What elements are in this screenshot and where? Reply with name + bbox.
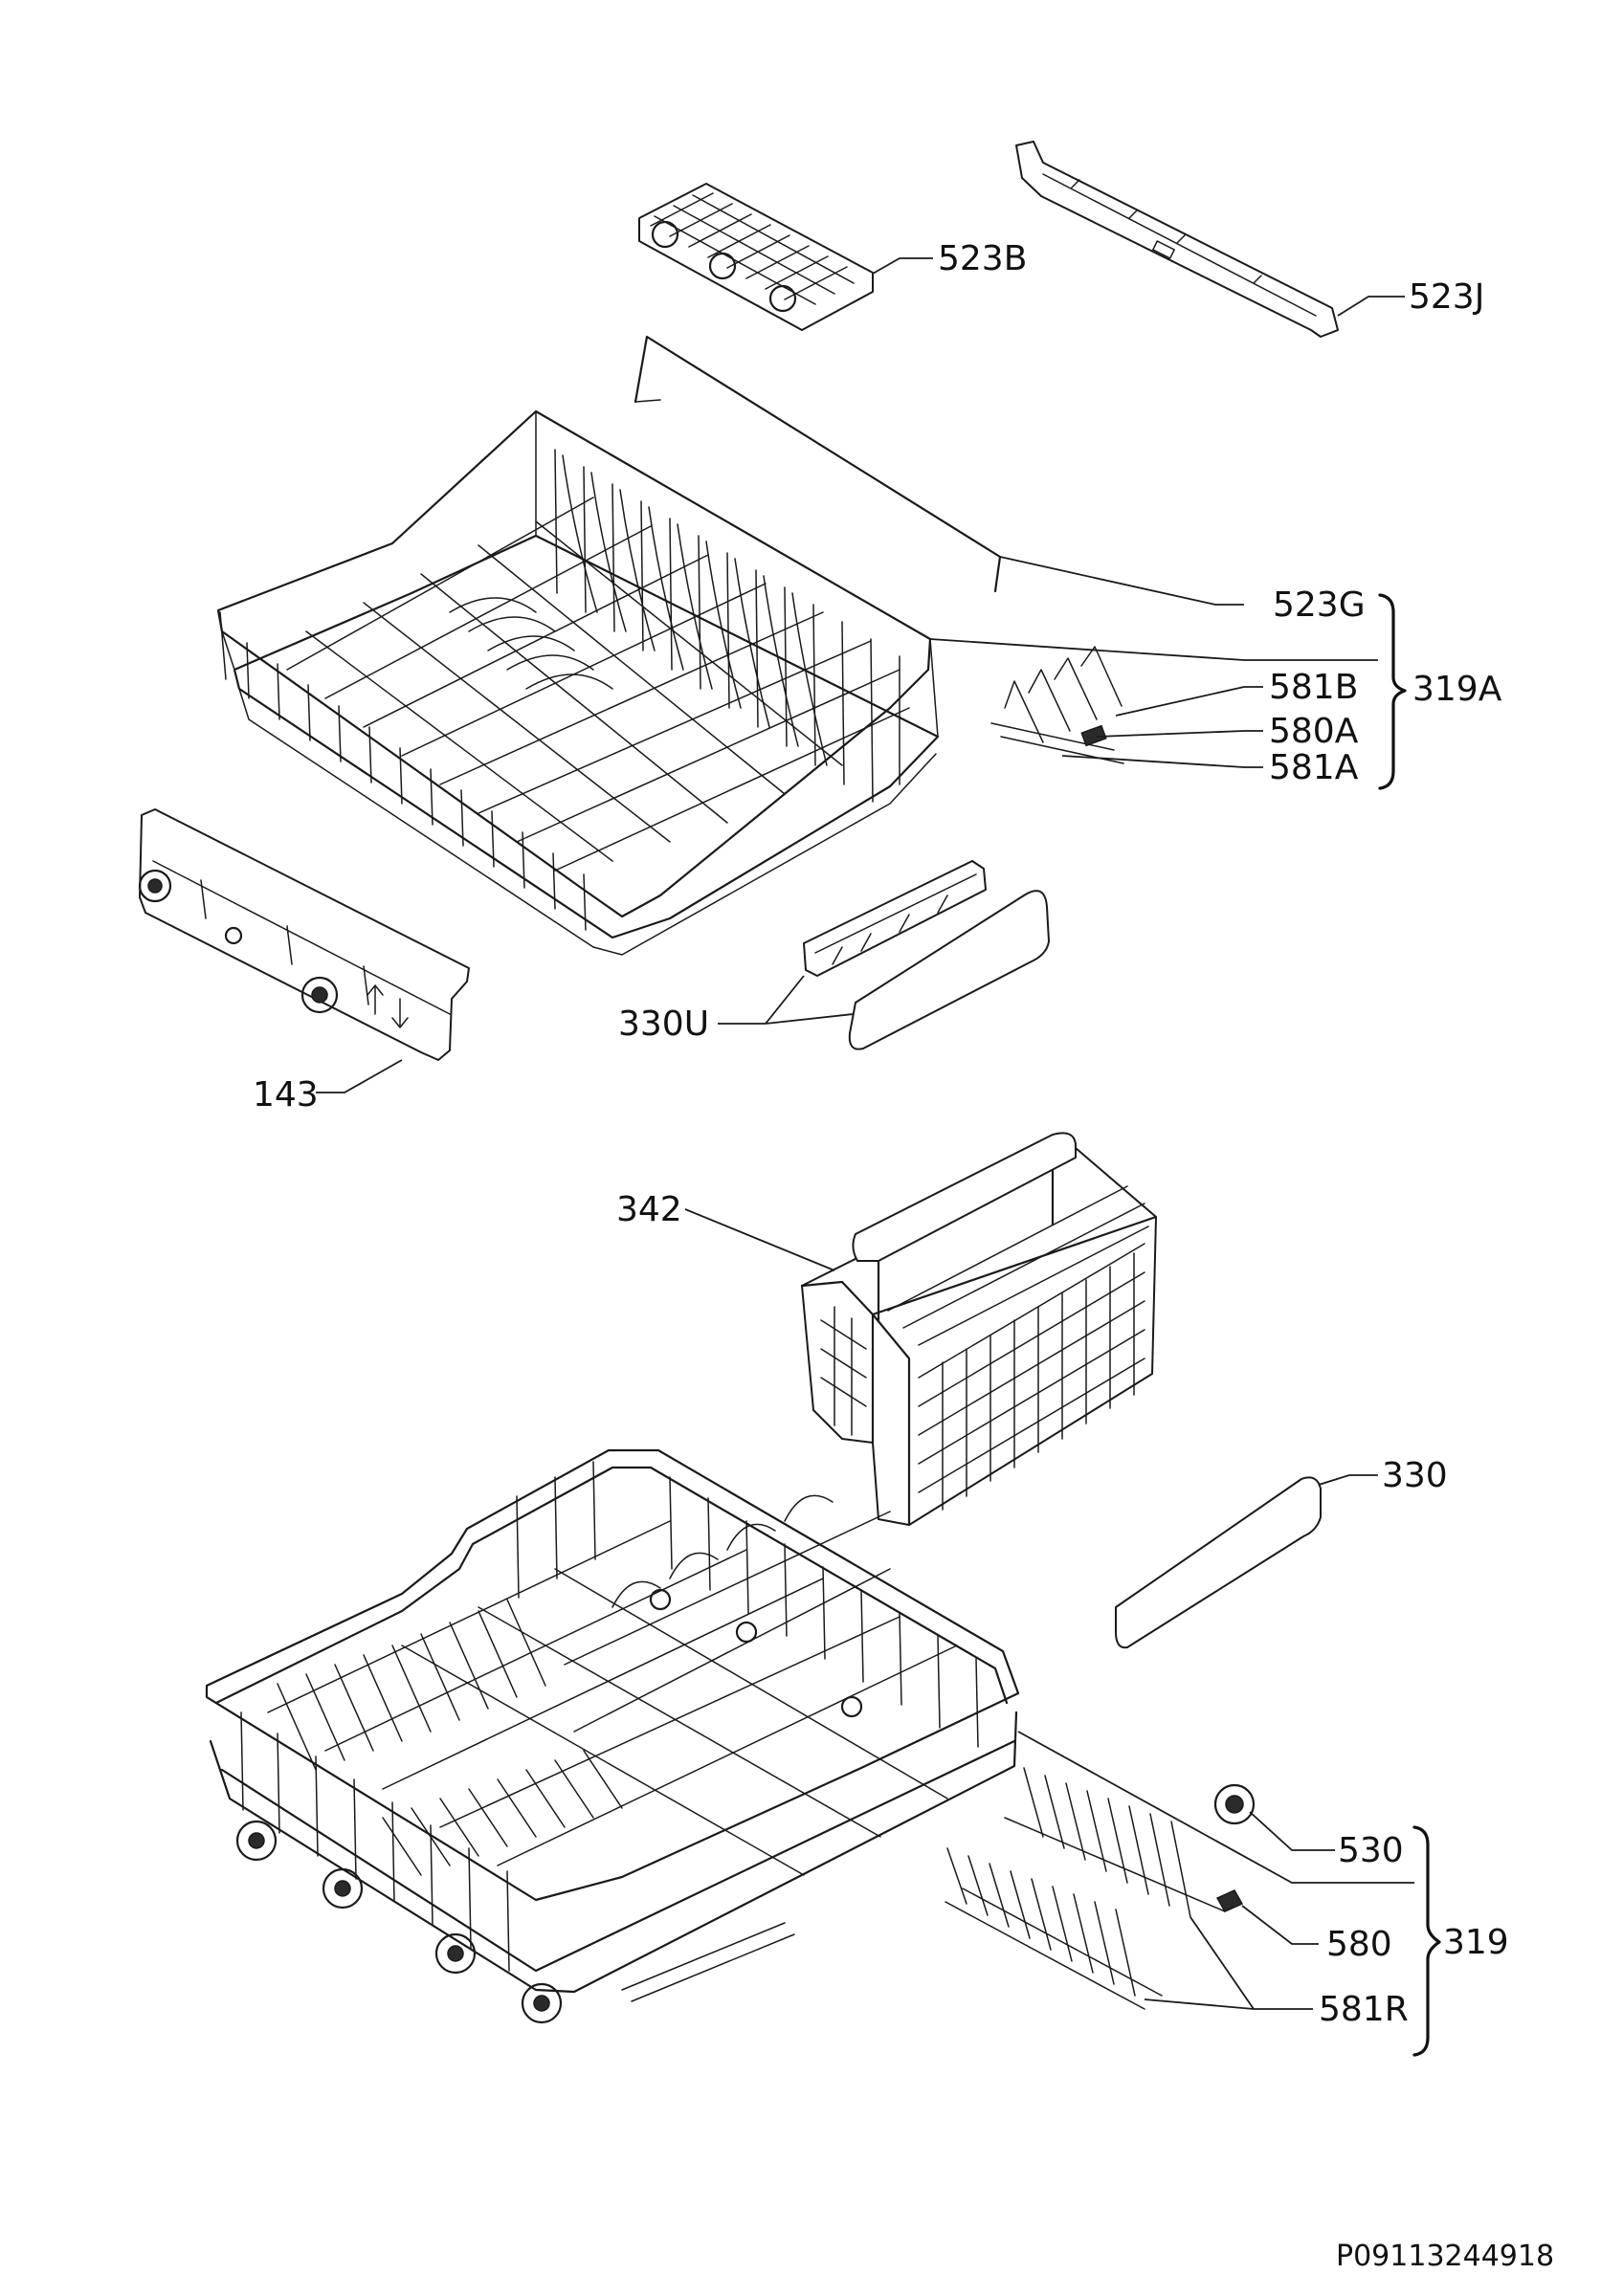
- part-330u-handle: [803, 860, 1050, 1050]
- part-580a-clip: [1080, 724, 1107, 747]
- part-530-wheel: [1213, 1783, 1256, 1825]
- part-581b-small-rack: [990, 646, 1124, 764]
- part-523b-tray: [638, 183, 874, 331]
- label-523b: 523B: [938, 239, 1027, 278]
- label-523j: 523J: [1409, 277, 1484, 317]
- label-581b: 581B: [1269, 668, 1358, 707]
- lower-basket-wheels: [235, 1820, 563, 2024]
- label-530: 530: [1338, 1831, 1404, 1870]
- label-319a: 319A: [1412, 670, 1502, 709]
- label-581r: 581R: [1319, 1990, 1409, 2029]
- part-330-handle: [1115, 1476, 1322, 1649]
- lower-basket: [205, 1448, 1020, 2024]
- label-581a: 581A: [1269, 748, 1359, 787]
- label-319: 319: [1443, 1923, 1509, 1962]
- document-code: P09113244918: [1336, 2240, 1554, 2273]
- part-523j-rail: [1015, 141, 1339, 338]
- label-523g: 523G: [1273, 585, 1366, 625]
- upper-basket-tines: [554, 449, 900, 803]
- part-342-cutlery-basket: [800, 1132, 1158, 1527]
- label-580: 580: [1326, 1925, 1392, 1964]
- part-143-adjuster-rail: [138, 808, 470, 1061]
- label-342: 342: [616, 1190, 682, 1229]
- label-580a: 580A: [1269, 712, 1359, 751]
- label-143: 143: [253, 1075, 319, 1115]
- brace-319a: [1378, 593, 1407, 790]
- part-523g-wire: [634, 335, 1002, 593]
- upper-basket: [216, 409, 940, 956]
- brace-319: [1412, 1825, 1441, 2057]
- part-580-clip: [1215, 1889, 1244, 1912]
- part-581r-tine-rack: [945, 1767, 1226, 2010]
- label-330u: 330U: [618, 1004, 709, 1044]
- label-330: 330: [1382, 1456, 1448, 1495]
- leader-lines: [316, 257, 1414, 2010]
